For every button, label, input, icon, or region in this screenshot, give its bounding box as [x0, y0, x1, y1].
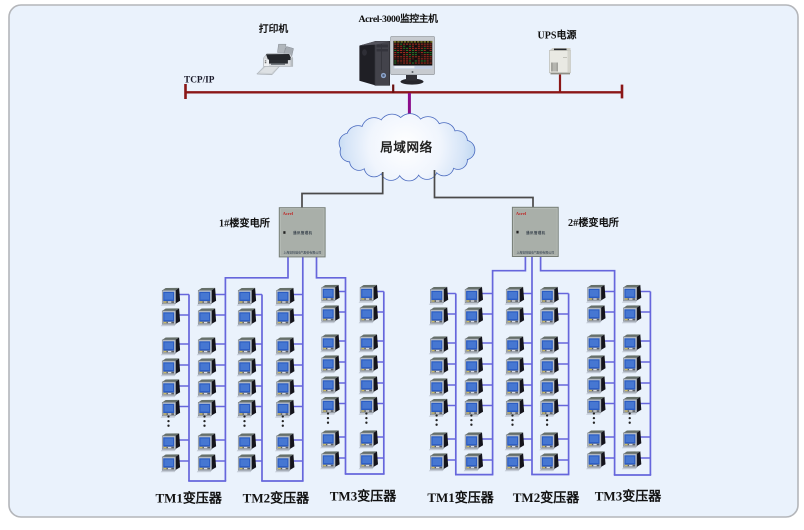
svg-text:Acrel: Acrel	[283, 211, 294, 216]
svg-text:打印机: 打印机	[259, 22, 289, 35]
svg-text:上海安科瑞电气股份有限公司: 上海安科瑞电气股份有限公司	[284, 250, 322, 255]
svg-text:UPS电源: UPS电源	[538, 29, 577, 42]
svg-text:TM3变压器: TM3变压器	[330, 489, 397, 504]
svg-text:TM2变压器: TM2变压器	[513, 490, 580, 505]
svg-text:局域网络: 局域网络	[380, 140, 432, 155]
svg-text:1#楼变电所: 1#楼变电所	[219, 217, 270, 230]
svg-text:通讯管理机: 通讯管理机	[293, 230, 313, 235]
svg-text:TCP/IP: TCP/IP	[184, 76, 215, 86]
svg-text:通讯管理机: 通讯管理机	[526, 230, 546, 235]
svg-text:TM1变压器: TM1变压器	[155, 491, 222, 506]
svg-text:Acrel-3000监控主机: Acrel-3000监控主机	[358, 12, 438, 25]
svg-text:TM1变压器: TM1变压器	[427, 490, 494, 505]
svg-text:TM3变压器: TM3变压器	[595, 489, 662, 504]
svg-text:TM2变压器: TM2变压器	[243, 491, 310, 506]
svg-text:上海安科瑞电气股份有限公司: 上海安科瑞电气股份有限公司	[517, 249, 555, 254]
svg-text:Acrel: Acrel	[516, 211, 527, 216]
svg-text:2#楼变电所: 2#楼变电所	[568, 216, 619, 229]
